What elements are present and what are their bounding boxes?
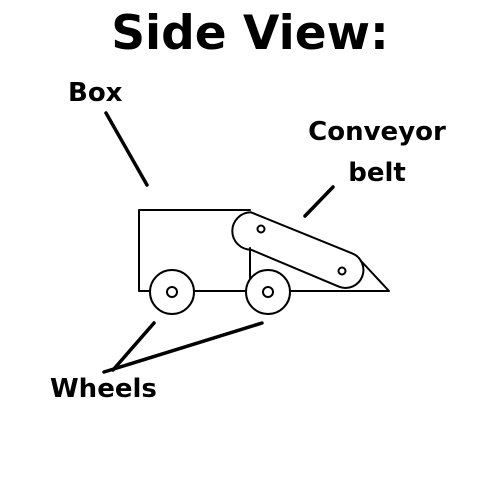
wheels-label: Wheels [50, 374, 157, 404]
wheel-left [149, 269, 195, 315]
wheel-right [245, 269, 291, 315]
box-leader-line [104, 111, 149, 187]
conveyor-belt-label-line1: Conveyor [308, 117, 446, 147]
box-label: Box [68, 78, 123, 108]
conveyor-belt [231, 211, 365, 289]
conveyor-belt-label: Conveyor belt [300, 112, 454, 194]
wheel-right-leader-line [102, 321, 264, 374]
conveyor-leader-line [303, 185, 335, 218]
conveyor-roller-bottom [337, 266, 347, 276]
box-body [138, 209, 390, 292]
wheel-left-leader-line [111, 321, 156, 372]
conveyor-belt-label-line2: belt [348, 158, 406, 188]
page-title: Side View: [111, 6, 389, 61]
conveyor-roller-top [256, 224, 266, 234]
